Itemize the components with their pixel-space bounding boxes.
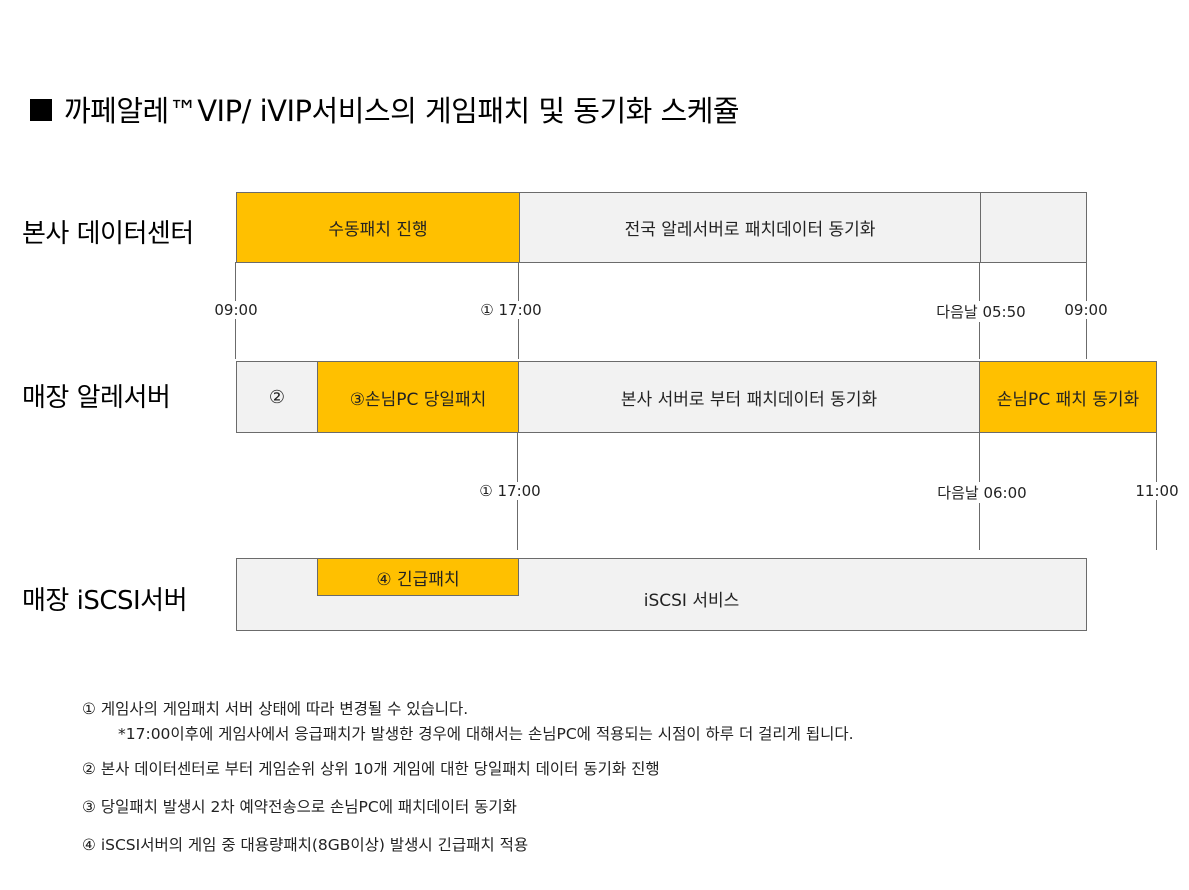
tick-label: ① 17:00: [478, 482, 542, 500]
segment-hq-idle: [980, 192, 1087, 263]
segment-pc-patch-sync: 손님PC 패치 동기화: [979, 361, 1157, 433]
segment-label: 전국 알레서버로 패치데이터 동기화: [624, 220, 876, 240]
row-label-store-iscsi-server: 매장 iSCSI서버: [22, 586, 188, 616]
page-title: 까페알레™VIP/ iVIP서비스의 게임패치 및 동기화 스케쥴: [30, 88, 740, 130]
page-title-text: 까페알레™VIP/ iVIP서비스의 게임패치 및 동기화 스케쥴: [64, 94, 740, 128]
tick-label: 09:00: [213, 301, 259, 319]
segment-label: 손님PC 패치 동기화: [996, 389, 1140, 410]
square-bullet-icon: [30, 99, 52, 121]
tick-label: ① 17:00: [479, 301, 543, 319]
tick-label: 다음날 06:00: [936, 482, 1028, 503]
tick-label: 11:00: [1134, 482, 1180, 500]
segment-label: iSCSI 서비스: [643, 591, 740, 611]
segment-same-day-patch: ③손님PC 당일패치: [317, 361, 519, 433]
segment-label: ③손님PC 당일패치: [349, 389, 487, 410]
note-1-detail: *17:00이후에 게임사에서 응급패치가 발생한 경우에 대해서는 손님PC에…: [118, 725, 854, 743]
segment-note-2: ②: [236, 361, 318, 433]
segment-manual-patch: 수동패치 진행: [236, 192, 520, 263]
segment-label: 수동패치 진행: [328, 220, 428, 240]
note-1: ① 게임사의 게임패치 서버 상태에 따라 변경될 수 있습니다.: [82, 700, 469, 718]
tick-label: 09:00: [1063, 301, 1109, 319]
note-2: ② 본사 데이터센터로 부터 게임순위 상위 10개 게임에 대한 당일패치 데…: [82, 760, 660, 778]
segment-label: ④ 긴급패치: [376, 569, 460, 590]
segment-label: ②: [268, 386, 286, 408]
tick-label: 다음날 05:50: [935, 301, 1027, 322]
segment-emergency-patch: ④ 긴급패치: [317, 558, 519, 596]
segment-sync-from-hq: 본사 서버로 부터 패치데이터 동기화: [518, 361, 980, 433]
note-4: ④ iSCSI서버의 게임 중 대용량패치(8GB이상) 발생시 긴급패치 적용: [82, 836, 529, 854]
row-label-hq-datacenter: 본사 데이터센터: [22, 219, 194, 249]
note-3: ③ 당일패치 발생시 2차 예약전송으로 손님PC에 패치데이터 동기화: [82, 798, 517, 816]
segment-nationwide-sync: 전국 알레서버로 패치데이터 동기화: [519, 192, 981, 263]
segment-label: 본사 서버로 부터 패치데이터 동기화: [620, 389, 878, 410]
row-label-store-alle-server: 매장 알레서버: [22, 383, 171, 413]
